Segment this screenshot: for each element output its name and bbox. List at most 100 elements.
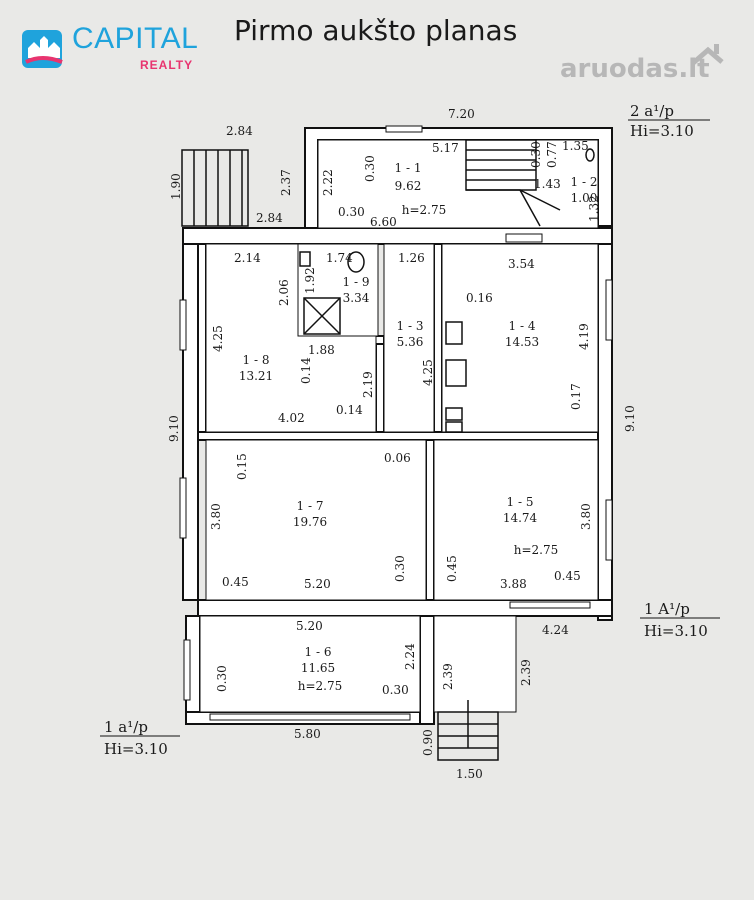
dim-2-39-a: 2.39	[441, 663, 455, 690]
house-watermark-icon	[690, 44, 724, 66]
dim-2-39-b: 2.39	[519, 659, 533, 686]
dim-0-30-f: 0.30	[382, 683, 409, 697]
room-1-1-area: 9.62	[395, 179, 422, 193]
window-1-6-left	[183, 639, 191, 701]
dim-1-90: 1.90	[169, 173, 183, 200]
dim-0-30-b: 0.30	[529, 141, 543, 168]
capital-realty-logo: CAPITAL REALTY	[22, 22, 222, 74]
dim-5-80: 5.80	[294, 727, 321, 741]
dim-2-19: 2.19	[361, 371, 375, 398]
room-1-6-height: h=2.75	[298, 679, 343, 693]
logo-subtitle: REALTY	[140, 58, 194, 72]
dim-0-15: 0.15	[235, 453, 249, 480]
window-top	[385, 125, 423, 133]
dim-0-90: 0.90	[421, 729, 435, 756]
level-mark-2-elev: Hi=3.10	[630, 122, 694, 140]
room-1-5-floor	[433, 439, 599, 601]
dim-1-32: 1.32	[587, 195, 601, 222]
window-left-2	[179, 477, 187, 539]
wall-room-1-3-right	[433, 243, 443, 433]
room-1-1-id: 1 - 1	[395, 161, 422, 175]
dim-0-30-d: 0.30	[393, 555, 407, 582]
dim-5-17: 5.17	[432, 141, 459, 155]
level-mark-1-label: 1 a¹/p	[104, 718, 148, 736]
dim-1-26: 1.26	[398, 251, 425, 265]
dim-2-22: 2.22	[321, 169, 335, 196]
room-1-9-area: 3.34	[343, 291, 370, 305]
window-right-1	[605, 279, 613, 341]
dim-2-37: 2.37	[279, 169, 293, 196]
dim-0-45-c: 0.45	[554, 569, 581, 583]
dim-1-92: 1.92	[303, 267, 317, 294]
stairs-entrance	[437, 700, 499, 761]
dim-3-80-a: 3.80	[209, 503, 223, 530]
dim-3-80-b: 3.80	[579, 503, 593, 530]
dim-2-84-b: 2.84	[256, 211, 283, 225]
dim-0-30-c: 0.30	[338, 205, 365, 219]
dim-4-02: 4.02	[278, 411, 305, 425]
room-1-4-floor	[441, 243, 599, 433]
dim-1-50: 1.50	[456, 767, 483, 781]
dim-2-06: 2.06	[277, 279, 291, 306]
dim-1-43: 1.43	[534, 177, 561, 191]
dim-7-20: 7.20	[448, 107, 475, 121]
dim-0-17: 0.17	[569, 383, 583, 410]
room-1-2-id: 1 - 2	[571, 175, 598, 189]
room-1-7-floor	[205, 439, 427, 601]
dim-1-35: 1.35	[562, 139, 589, 153]
room-1-3-id: 1 - 3	[397, 319, 424, 333]
room-1-5-id: 1 - 5	[507, 495, 534, 509]
wall-mid-horizontal	[197, 431, 599, 441]
level-mark-1A-elev: Hi=3.10	[644, 622, 708, 640]
room-1-5-height: h=2.75	[514, 543, 559, 557]
dim-0-45-b: 0.45	[222, 575, 249, 589]
room-1-5-area: 14.74	[503, 511, 538, 525]
room-1-9-id: 1 - 9	[343, 275, 370, 289]
dim-2-84: 2.84	[226, 124, 253, 138]
dim-0-06: 0.06	[384, 451, 411, 465]
dim-9-10-a: 9.10	[167, 415, 181, 442]
dim-1-88: 1.88	[308, 343, 335, 357]
dim-3-54: 3.54	[508, 257, 535, 271]
dim-2-24: 2.24	[403, 643, 417, 670]
stairs-interior	[465, 139, 561, 227]
dim-4-25-a: 4.25	[211, 325, 225, 352]
dim-0-30-e: 0.30	[215, 665, 229, 692]
level-mark-2-label: 2 a¹/p	[630, 102, 674, 120]
room-1-7-id: 1 - 7	[297, 499, 324, 513]
room-1-3-floor	[383, 243, 435, 433]
aruodas-watermark: aruodas.lt	[560, 44, 730, 94]
watermark-text: aruodas.lt	[560, 54, 710, 84]
room-1-6-floor	[199, 615, 421, 713]
dim-4-24: 4.24	[542, 623, 569, 637]
wall-room-1-8-mid	[197, 243, 207, 433]
wall-room-1-5-left	[425, 439, 435, 601]
room-1-8-area: 13.21	[239, 369, 273, 383]
wall-room-1-8-right	[375, 335, 385, 433]
room-1-4-id: 1 - 4	[509, 319, 536, 333]
wall-1-6-right	[419, 615, 435, 725]
dim-0-30-a: 0.30	[363, 155, 377, 182]
dim-0-14-b: 0.14	[336, 403, 363, 417]
room-1-2-area: 1.00	[571, 191, 598, 205]
dim-0-16: 0.16	[466, 291, 493, 305]
room-1-7-area: 19.76	[293, 515, 327, 529]
dim-3-88: 3.88	[500, 577, 527, 591]
window-top-1-4	[505, 233, 543, 243]
room-1-1-height: h=2.75	[402, 203, 447, 217]
dim-5-20-b: 5.20	[296, 619, 323, 633]
room-1-4-area: 14.53	[505, 335, 539, 349]
room-1-8-id: 1 - 8	[243, 353, 270, 367]
house-logo-icon	[22, 30, 63, 68]
kitchen-fixtures	[445, 321, 467, 433]
dim-1-74: 1.74	[326, 251, 353, 265]
window-bottom-1-5	[509, 601, 591, 609]
logo-wordmark: CAPITAL	[72, 22, 199, 55]
dim-6-60: 6.60	[370, 215, 397, 229]
dim-9-10-b: 9.10	[623, 405, 637, 432]
porch-floor	[433, 615, 517, 713]
room-1-9-floor	[297, 243, 379, 337]
level-mark-1A-label: 1 A¹/p	[644, 600, 690, 618]
